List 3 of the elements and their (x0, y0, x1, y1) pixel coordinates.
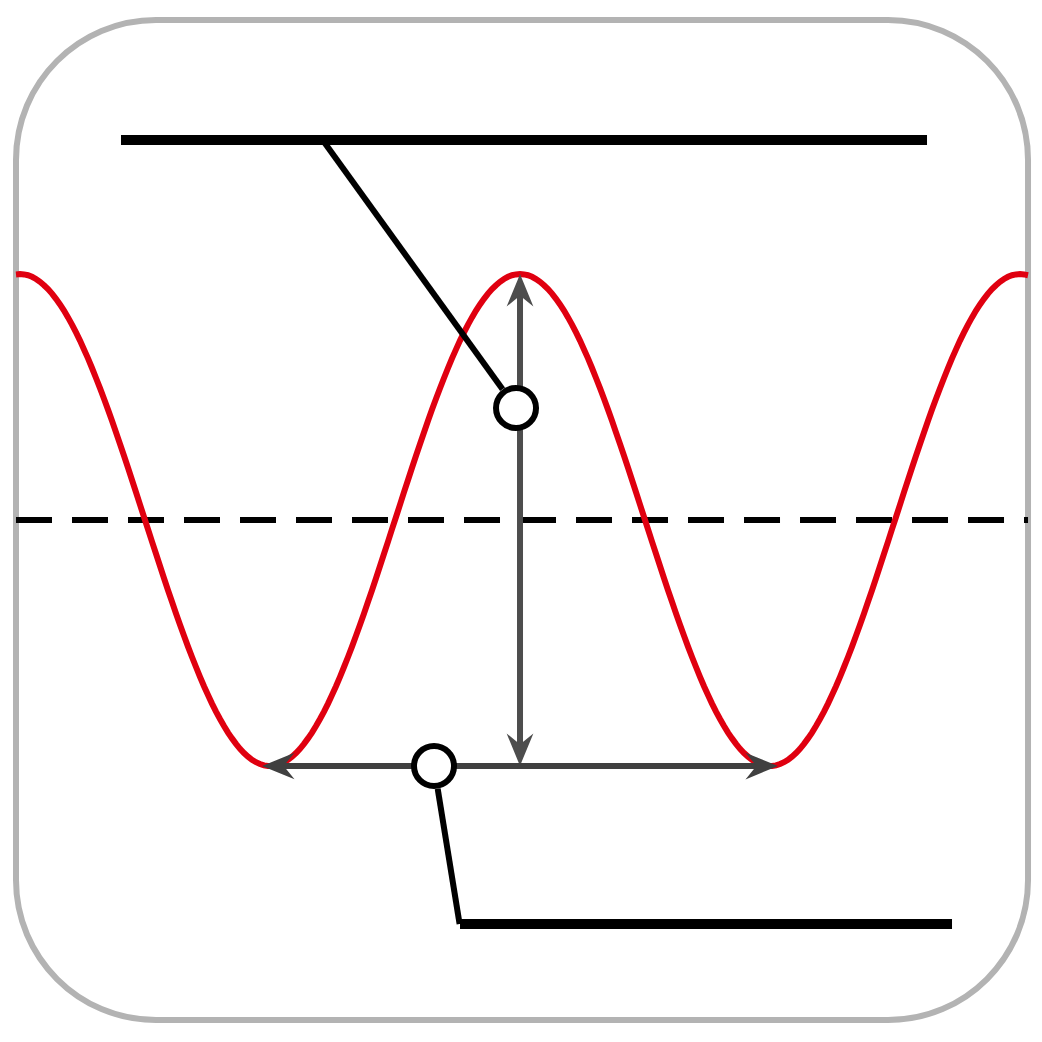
marker-dot (493, 385, 539, 431)
marker-dot (411, 743, 457, 789)
leader-line (434, 788, 463, 925)
